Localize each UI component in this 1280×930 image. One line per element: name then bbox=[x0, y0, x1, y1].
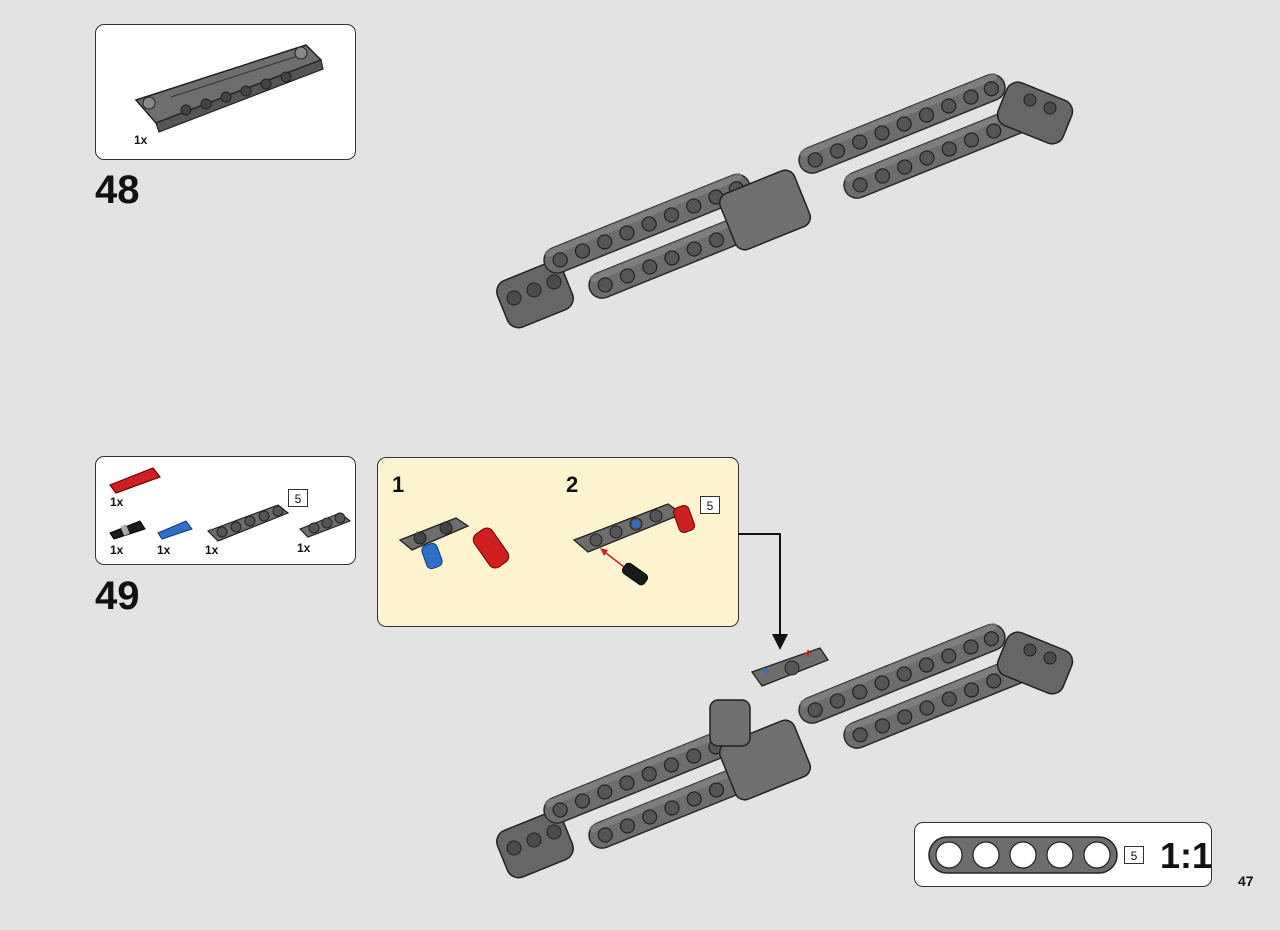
svg-text:+: + bbox=[762, 663, 770, 679]
step-number-49: 49 bbox=[95, 574, 140, 618]
page-number: 47 bbox=[1238, 873, 1254, 889]
qty-label: 1x bbox=[134, 133, 148, 147]
beam-3-icon bbox=[298, 512, 352, 538]
blue-axle-pin-icon bbox=[157, 520, 193, 540]
qty-label: 1x bbox=[297, 541, 311, 555]
substep-number-1: 1 bbox=[392, 472, 405, 497]
substep-2-illustration bbox=[572, 503, 696, 586]
black-pin-icon bbox=[109, 520, 146, 540]
substep-1-illustration bbox=[398, 517, 510, 570]
svg-text:+: + bbox=[804, 645, 812, 661]
length-badge: 5 bbox=[288, 489, 308, 507]
subassembly-callout: 1 2 5 bbox=[377, 457, 739, 627]
qty-label: 1x bbox=[110, 543, 124, 557]
frame-assembly-step-48 bbox=[500, 70, 1100, 370]
substep-number-2: 2 bbox=[566, 472, 579, 497]
beam-5-icon bbox=[206, 504, 290, 542]
beam-5-scale-icon bbox=[928, 836, 1118, 874]
frame-assembly-step-49: + + bbox=[500, 630, 1100, 930]
scale-label: 1:1 bbox=[1160, 835, 1213, 876]
qty-label: 1x bbox=[157, 543, 171, 557]
parts-list-step-49: 1x 1x 1x 1x 5 1x bbox=[95, 456, 356, 565]
length-badge: 5 bbox=[1124, 846, 1144, 864]
qty-label: 1x bbox=[205, 543, 219, 557]
assembly-arrow bbox=[738, 533, 788, 650]
parts-list-step-48: 1x bbox=[95, 24, 356, 160]
step-number-48: 48 bbox=[95, 168, 140, 212]
panel-plate-icon bbox=[134, 44, 324, 133]
length-badge: 5 bbox=[700, 496, 720, 514]
red-axle-pin-icon bbox=[109, 467, 161, 494]
scale-ruler: 5 1:1 bbox=[914, 822, 1212, 887]
qty-label: 1x bbox=[110, 495, 124, 509]
